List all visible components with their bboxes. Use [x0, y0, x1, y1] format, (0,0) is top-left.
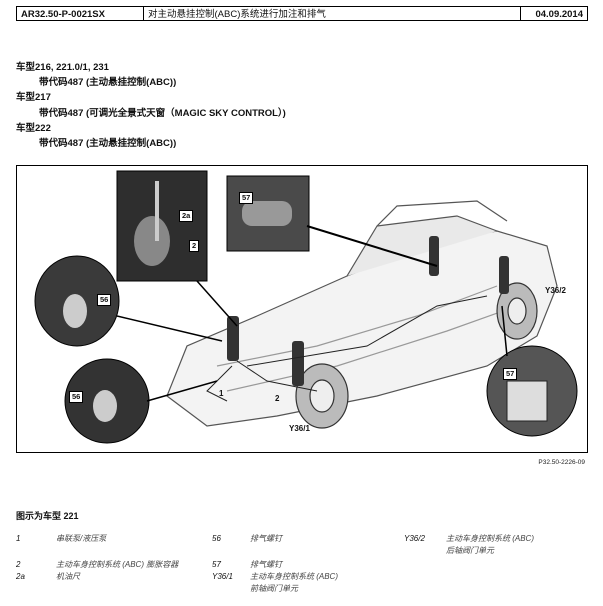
model-line: 车型217	[16, 92, 51, 104]
legend-number: 56	[212, 534, 221, 543]
legend-number: Y36/1	[212, 572, 233, 581]
legend-text: 主动车身控制系统 (ABC)	[250, 572, 338, 581]
car-outline	[166, 200, 558, 427]
legend-text: 排气螺钉	[250, 560, 282, 569]
code-line: 带代码487 (主动悬挂控制(ABC))	[39, 138, 177, 150]
hydraulic-lines	[206, 295, 488, 402]
inset-bleed-screw-56-left	[34, 255, 223, 347]
code-line: 带代码487 (主动悬挂控制(ABC))	[39, 77, 177, 89]
figure-caption: 图示为车型 221	[16, 511, 79, 521]
label-1: 1	[219, 389, 224, 398]
model-line: 车型216, 221.0/1, 231	[16, 62, 109, 73]
label-y36-1: Y36/1	[289, 424, 310, 433]
document-title: 对主动悬挂控制(ABC)系统进行加注和排气	[144, 7, 521, 20]
legend-item: 2a	[16, 571, 25, 583]
legend-text: 主动车身控制系统 (ABC) 膨胀容器	[56, 560, 179, 569]
legend-item: 1	[16, 533, 20, 545]
legend-item: 2	[16, 559, 20, 571]
model-line: 车型222	[16, 122, 51, 134]
callout-57-top: 57	[239, 192, 254, 204]
inset-oil-reservoir	[116, 170, 238, 327]
legend-number: Y36/2	[404, 534, 425, 543]
legend-number: 2a	[16, 572, 25, 581]
legend-text-line2: 后轴阀门单元	[446, 546, 494, 555]
legend-text: 机油尺	[56, 572, 80, 581]
inset-bleed-screw-56-low	[64, 358, 218, 444]
document-header: AR32.50-P-0021SX 对主动悬挂控制(ABC)系统进行加注和排气 0…	[16, 6, 588, 21]
technical-illustration: 57 2a 2 56 56 57 1 2 Y36/1 Y36/2	[16, 165, 588, 453]
figure-reference: P32.50-2226-09	[538, 459, 585, 466]
legend-number: 2	[16, 560, 21, 569]
label-y36-2: Y36/2	[545, 286, 566, 295]
callout-2a: 2a	[179, 210, 194, 222]
legend-number: 1	[16, 534, 21, 543]
callout-56-left: 56	[97, 294, 112, 306]
legend-text: 排气螺钉	[250, 534, 282, 543]
legend-item: 56	[212, 533, 221, 545]
callout-56-low: 56	[69, 391, 84, 403]
car-suspension-drawing	[34, 170, 578, 444]
inset-bleed-screw-57	[226, 175, 438, 267]
legend-number: 57	[212, 560, 221, 569]
callout-57-right: 57	[503, 368, 518, 380]
document-date: 04.09.2014	[535, 9, 583, 20]
document-id: AR32.50-P-0021SX	[17, 7, 144, 20]
wheels	[295, 282, 538, 429]
legend-item: 57	[212, 559, 221, 571]
legend-text-line2: 前轴阀门单元	[250, 584, 298, 593]
legend-item: Y36/2	[404, 533, 425, 545]
legend-item: Y36/1	[212, 571, 233, 583]
legend-text: 主动车身控制系统 (ABC)	[446, 534, 534, 543]
code-line: 带代码487 (可调光全景式天窗（MAGIC SKY CONTROL）)	[39, 107, 286, 119]
callout-2-inset: 2	[189, 240, 200, 252]
legend-text: 串联泵/液压泵	[56, 534, 107, 543]
model-applicability: 车型216, 221.0/1, 231 带代码487 (主动悬挂控制(ABC))…	[16, 60, 286, 151]
label-2: 2	[275, 394, 280, 403]
